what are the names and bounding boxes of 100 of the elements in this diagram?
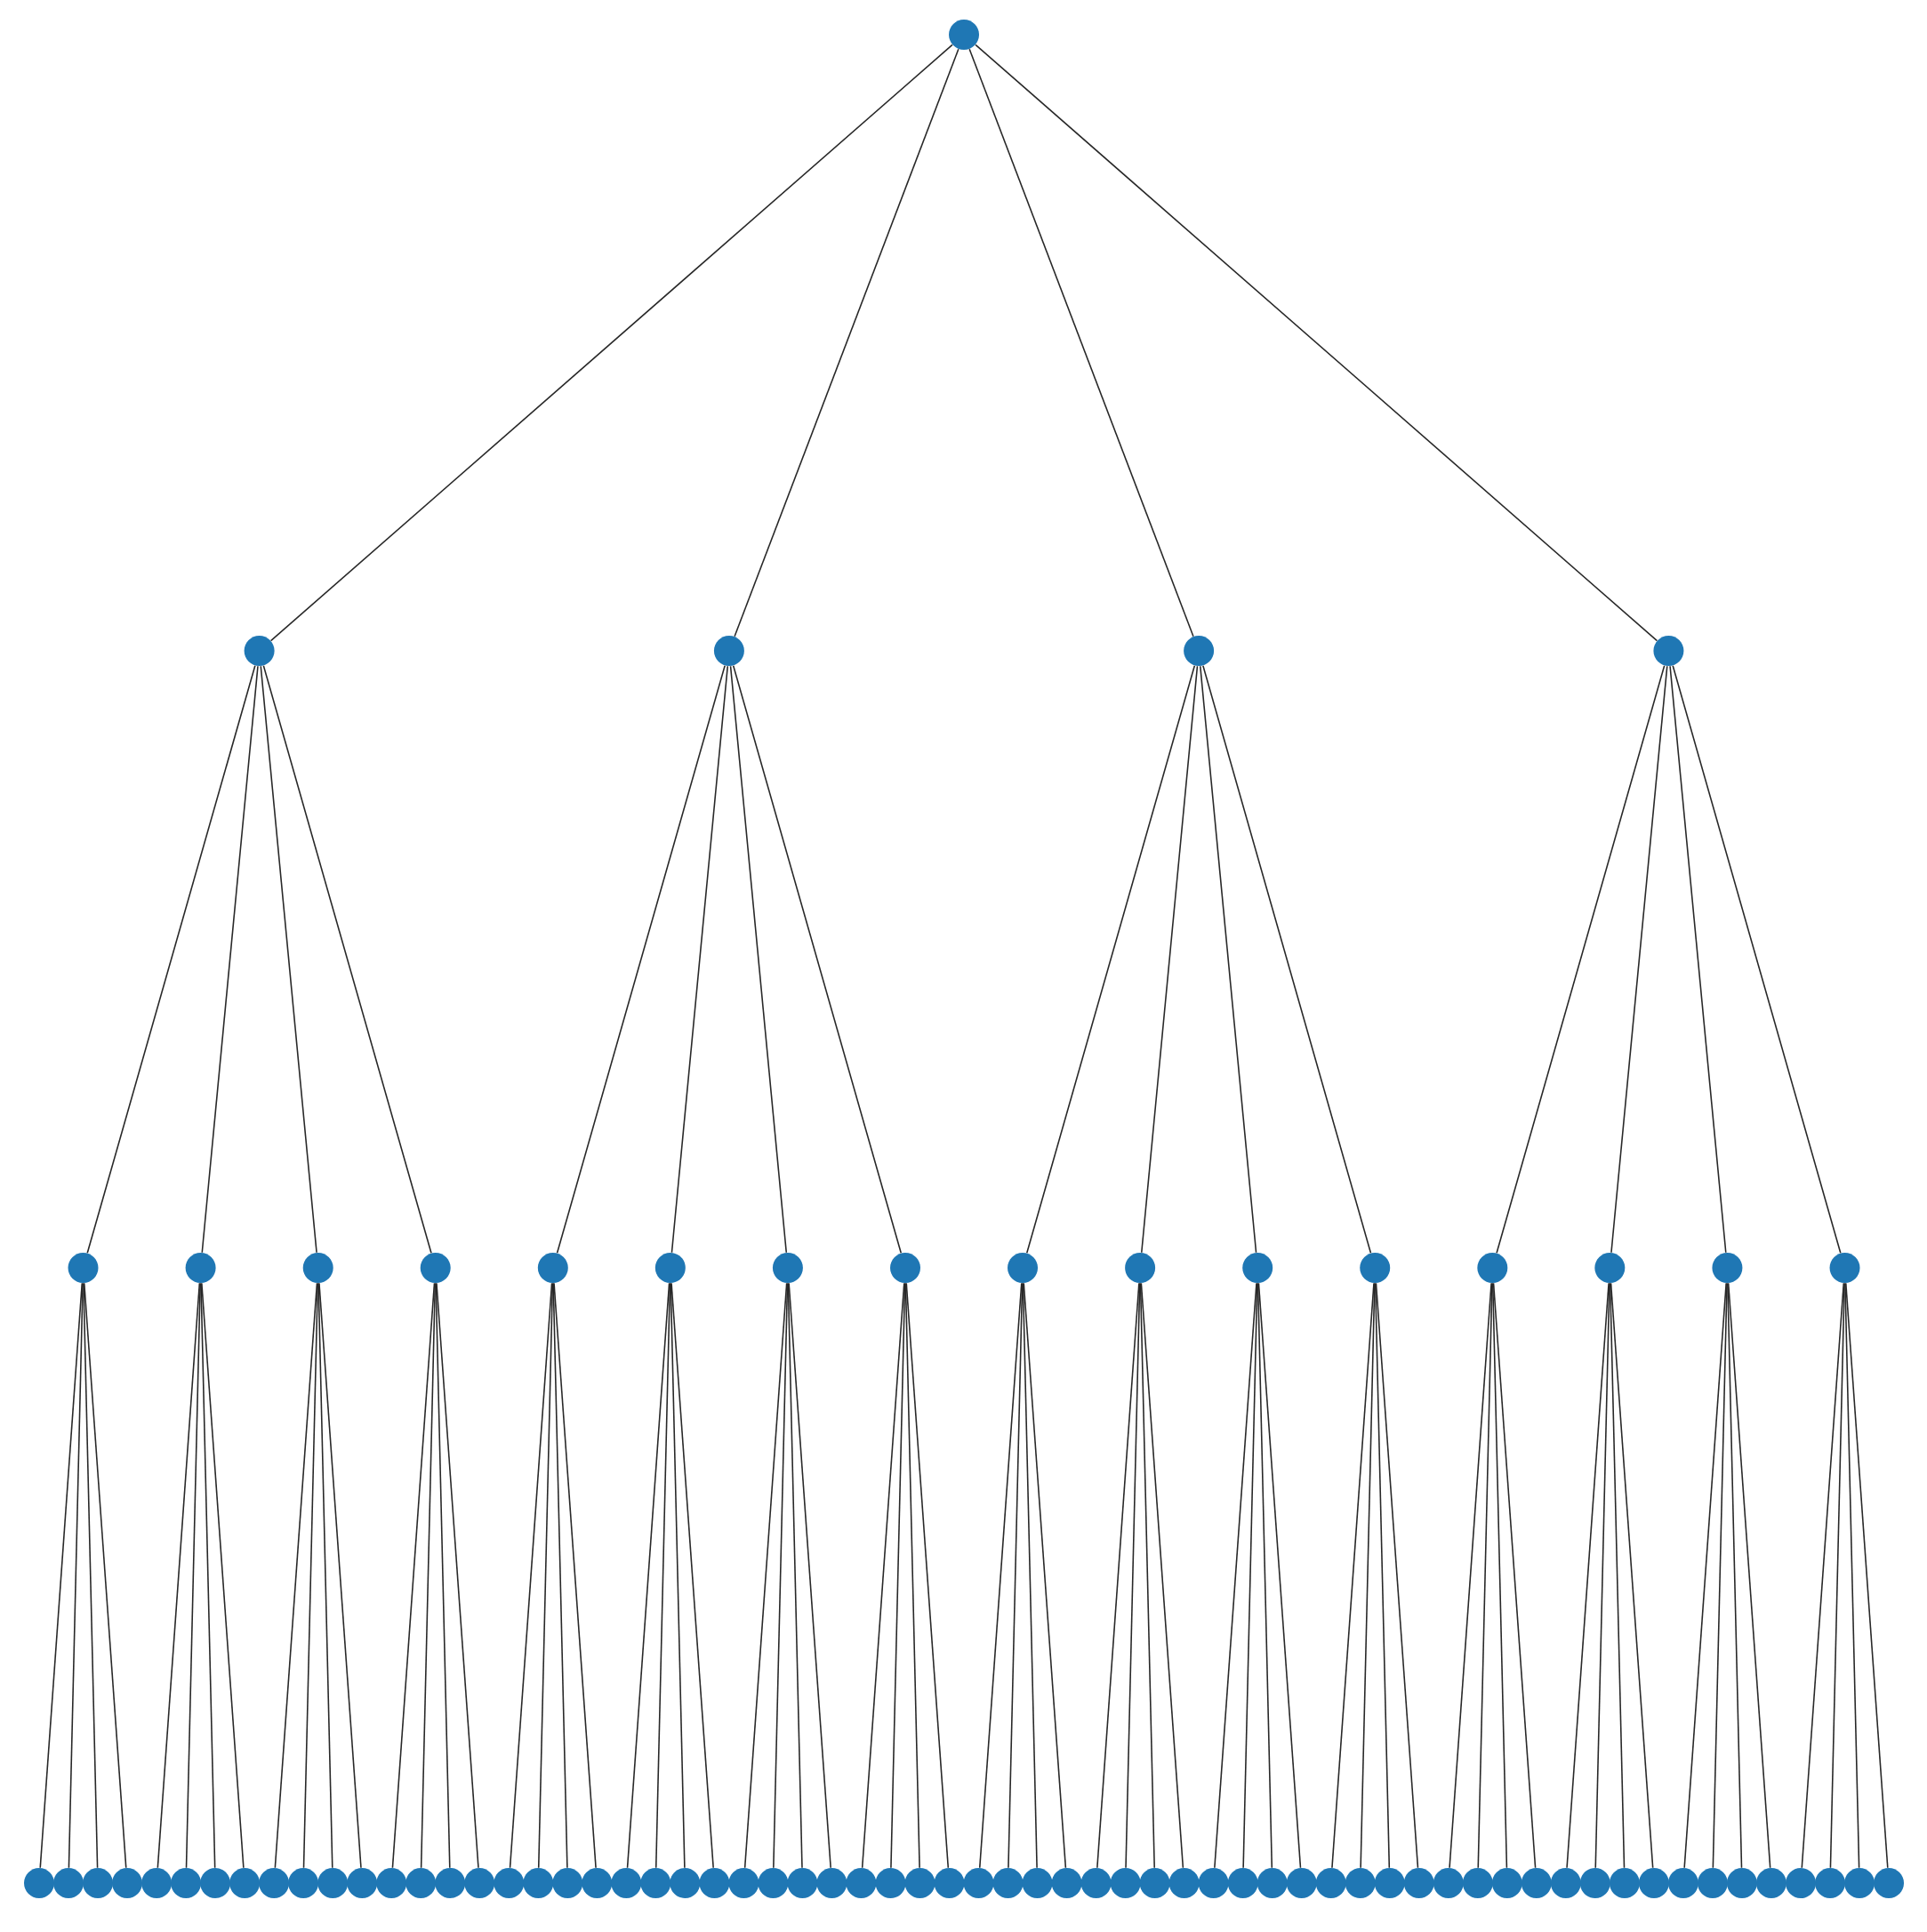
- node-circle: [141, 1868, 173, 1898]
- edge-line: [260, 665, 317, 1254]
- edge-line: [1242, 1282, 1258, 1869]
- edge-line: [1331, 1282, 1375, 1869]
- node-circle: [1360, 1253, 1391, 1283]
- edge-line: [1727, 1282, 1743, 1869]
- edge-line: [1669, 665, 1727, 1254]
- node-circle: [244, 636, 275, 666]
- edge-line: [552, 1282, 568, 1869]
- edge-line: [670, 1282, 686, 1869]
- edge-line: [1374, 1282, 1391, 1869]
- edge-line: [1683, 1282, 1727, 1869]
- node-circle: [875, 1868, 906, 1898]
- edge-line: [509, 1282, 553, 1869]
- node-circle: [713, 636, 744, 666]
- node-circle: [1550, 1868, 1581, 1898]
- node-circle: [112, 1868, 142, 1898]
- edge-line: [890, 1282, 906, 1869]
- node-circle: [405, 1868, 437, 1898]
- edge-line: [274, 1282, 318, 1869]
- edge-line: [670, 665, 729, 1254]
- node-circle: [1022, 1868, 1053, 1898]
- edge-line: [185, 1282, 201, 1869]
- node-circle: [1403, 1868, 1434, 1898]
- edge-line: [269, 44, 953, 642]
- edge-line: [68, 1282, 84, 1869]
- edge-line: [39, 1282, 84, 1869]
- edge-line: [556, 664, 726, 1255]
- node-circle: [1579, 1868, 1610, 1898]
- edge-line: [1712, 1282, 1728, 1869]
- edge-line: [1610, 1282, 1654, 1869]
- node-circle: [347, 1868, 378, 1898]
- edge-line: [1140, 1282, 1184, 1869]
- edge-line: [1477, 1282, 1493, 1869]
- node-circle: [1667, 1868, 1698, 1898]
- edge-line: [1140, 665, 1199, 1254]
- node-circle: [259, 1868, 290, 1898]
- node-circle: [420, 1253, 451, 1283]
- node-circle: [787, 1868, 818, 1898]
- edge-line: [1125, 1282, 1141, 1869]
- edge-line: [1214, 1282, 1257, 1869]
- edge-line: [743, 1282, 788, 1869]
- edge-line: [788, 1282, 831, 1869]
- node-circle: [552, 1868, 583, 1898]
- node-circle: [1051, 1868, 1082, 1898]
- edge-line: [1491, 1282, 1508, 1869]
- node-circle: [1653, 636, 1684, 666]
- edge-line: [1360, 1282, 1376, 1869]
- node-circle: [699, 1868, 730, 1898]
- node-circle: [464, 1868, 495, 1898]
- edge-line: [201, 1282, 245, 1869]
- edge-line: [302, 1282, 319, 1869]
- node-circle: [229, 1868, 261, 1898]
- edge-line: [861, 1282, 905, 1869]
- node-circle: [640, 1868, 671, 1898]
- node-circle: [772, 1253, 803, 1283]
- node-circle: [435, 1868, 466, 1898]
- edge-line: [157, 1282, 201, 1869]
- node-circle: [816, 1868, 847, 1898]
- node-circle: [1139, 1868, 1170, 1898]
- node-circle: [83, 1868, 113, 1898]
- node-circle: [1815, 1868, 1845, 1898]
- edge-line: [1672, 664, 1842, 1255]
- node-circle: [1755, 1868, 1786, 1898]
- edge-line: [200, 1282, 216, 1869]
- edge-line: [1610, 665, 1668, 1254]
- edge-line: [1496, 664, 1666, 1255]
- edge-line: [201, 665, 259, 1254]
- node-circle: [1227, 1868, 1258, 1898]
- node-circle: [1462, 1868, 1493, 1898]
- node-circle: [537, 1253, 568, 1283]
- edge-line: [1375, 1282, 1419, 1869]
- node-circle: [1844, 1868, 1875, 1898]
- node-circle: [1008, 1253, 1038, 1283]
- edge-line: [317, 1282, 333, 1869]
- edge-line: [968, 48, 1194, 637]
- node-circle: [1242, 1253, 1273, 1283]
- node-circle: [317, 1868, 349, 1898]
- edge-line: [553, 1282, 597, 1869]
- edge-line: [787, 1282, 803, 1869]
- node-circle: [1829, 1253, 1860, 1283]
- node-circle: [670, 1868, 701, 1898]
- edge-line: [1492, 1282, 1537, 1869]
- node-circle: [1198, 1868, 1229, 1898]
- node-circle: [1257, 1868, 1288, 1898]
- edge-line: [1023, 1282, 1067, 1869]
- edge-line: [732, 664, 903, 1255]
- edge-line: [1257, 1282, 1302, 1869]
- edge-line: [626, 1282, 670, 1869]
- edge-line: [729, 665, 788, 1254]
- node-circle: [582, 1868, 613, 1898]
- node-circle: [992, 1868, 1024, 1898]
- node-circle: [963, 1868, 994, 1898]
- node-circle: [1786, 1868, 1816, 1898]
- node-circle: [1874, 1868, 1904, 1898]
- node-circle: [949, 20, 979, 50]
- edge-line: [1026, 664, 1196, 1255]
- node-circle: [200, 1868, 231, 1898]
- node-circle: [1521, 1868, 1552, 1898]
- node-circle: [1638, 1868, 1669, 1898]
